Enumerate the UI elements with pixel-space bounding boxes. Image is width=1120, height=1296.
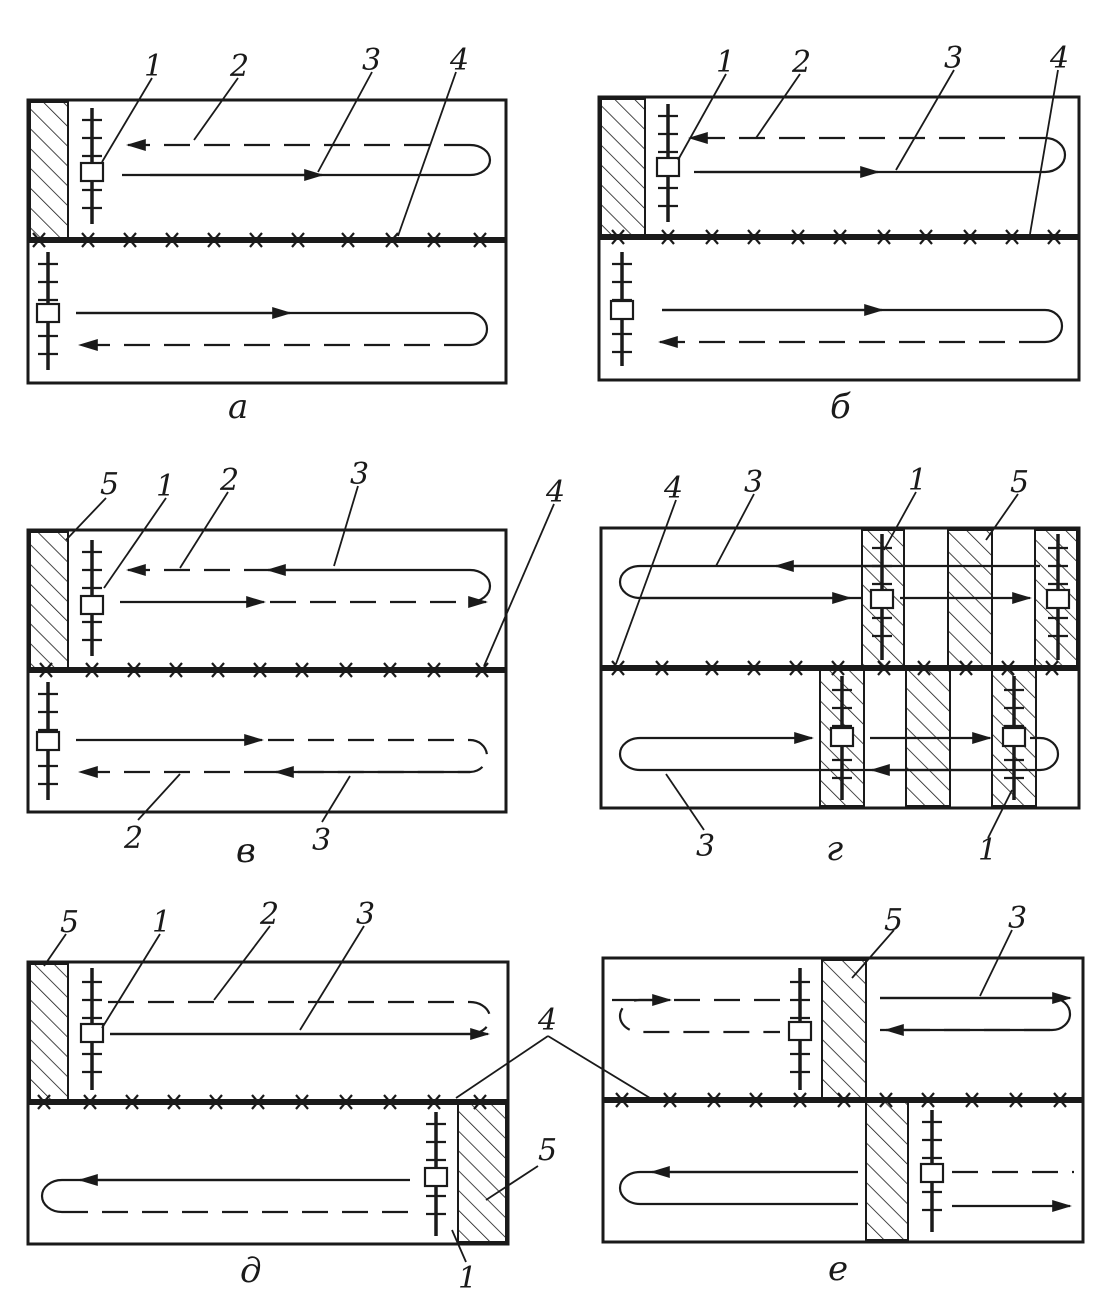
panel-a-callout-1: 1 [144, 49, 163, 84]
panel-b-callout-1: 1 [716, 45, 735, 80]
panel-a-crane-lower [35, 252, 61, 370]
panel-v-callout-5: 5 [100, 467, 119, 502]
panel-e-track-markers [615, 1092, 1067, 1108]
panel-v-track-markers [39, 662, 489, 678]
panel-d-work-path-lower [40, 1178, 410, 1214]
panel-v-caption: в [236, 831, 256, 871]
panel-d-callout-1-top: 1 [152, 905, 171, 940]
panel-d-return-path-upper [108, 1000, 492, 1036]
panel-a-callout-2: 2 [229, 49, 249, 84]
panel-a-work-path-upper [122, 143, 492, 177]
panel-d-hatched-zone-lower [457, 1103, 507, 1243]
panel-v-callout-2-top: 2 [219, 463, 239, 498]
panel-d-caption: д [240, 1251, 262, 1291]
panel-e-caption: е [828, 1249, 848, 1289]
panel-b-hatched-zone [600, 98, 646, 238]
panel-a-track-markers [32, 232, 487, 248]
shared-callout-4: 4 [537, 1003, 557, 1038]
panel-d: 5 1 2 3 4 5 1 д [26, 897, 651, 1296]
panel-b-crane-lower [609, 252, 635, 366]
panel-v-callout-2-bottom: 2 [123, 821, 143, 856]
panel-d-hatched-zone-upper [29, 963, 69, 1103]
panel-e-hatched-zone-upper [821, 959, 867, 1099]
panel-d-callout-3: 3 [356, 897, 375, 932]
panel-a-caption: а [228, 387, 248, 427]
panel-d-track-markers [37, 1094, 487, 1110]
panel-g: 4 3 1 5 3 1 г [599, 463, 1081, 869]
panel-b-callout-3: 3 [944, 41, 963, 76]
panel-v-crane-upper [79, 540, 105, 656]
panel-b-caption: б [830, 387, 851, 427]
panel-e-callout-5: 5 [884, 903, 903, 938]
panel-v-callout-3-top: 3 [350, 457, 369, 492]
panel-d-crane-lower [423, 1112, 449, 1236]
panel-b-callout-2: 2 [791, 45, 811, 80]
panel-e-callout-3: 3 [1008, 901, 1027, 936]
panel-v-callout-3-bottom: 3 [312, 823, 331, 858]
panel-a-callout-4: 4 [449, 43, 469, 78]
panel-e-return-path-left-upper [618, 998, 780, 1034]
panel-e-crane-upper [787, 968, 813, 1090]
panel-b-work-path-lower [662, 308, 1064, 344]
panel-d-callout-1-bottom: 1 [458, 1261, 477, 1296]
panel-v-callout-1: 1 [156, 469, 175, 504]
panel-e-crane-lower [919, 1110, 945, 1232]
panel-g-callout-1-top: 1 [908, 463, 927, 498]
panel-g-work-path-upper [618, 564, 1040, 600]
panel-a-hatched-zone [29, 101, 69, 241]
panel-g-callout-5: 5 [1010, 465, 1029, 500]
panel-g-callout-1-bottom: 1 [978, 833, 997, 868]
panel-v-callout-4: 4 [545, 475, 565, 510]
panel-g-cranes [829, 534, 1071, 800]
panel-g-callout-3-bottom: 3 [696, 829, 715, 864]
panel-b-track-markers [611, 229, 1061, 245]
panel-d-callout-5-top: 5 [60, 905, 79, 940]
panel-a: 1 2 3 4 а [26, 43, 508, 427]
panel-v-hatched-zone [29, 531, 69, 671]
panel-g-track-markers [611, 660, 1059, 676]
panel-b-crane-upper [655, 104, 681, 222]
panel-v-crane-lower [35, 682, 61, 800]
panel-d-crane-upper [79, 968, 105, 1090]
panel-v-return-path-lower [268, 738, 489, 774]
panel-g-caption: г [826, 829, 843, 869]
panel-d-callout-5-bottom: 5 [538, 1133, 557, 1168]
panel-e-hatched-zone-lower [865, 1101, 909, 1241]
panel-v: 5 1 2 3 4 2 3 в [26, 457, 565, 871]
panel-b-callout-4: 4 [1049, 41, 1069, 76]
panel-a-callout-3: 3 [362, 43, 381, 78]
panel-a-work-path-lower [76, 311, 489, 347]
panel-e-work-path-left-lower [618, 1170, 858, 1206]
panel-d-callout-2: 2 [259, 897, 279, 932]
panel-g-callout-3-top: 3 [744, 465, 763, 500]
panel-b-work-path-upper [694, 136, 1067, 174]
panel-b: 1 2 3 4 б [597, 41, 1081, 427]
panel-a-crane-upper [79, 108, 105, 224]
panel-e-work-path-right-upper [880, 996, 1072, 1032]
panel-e: 5 3 е [601, 901, 1085, 1289]
panel-g-callout-4: 4 [663, 471, 683, 506]
